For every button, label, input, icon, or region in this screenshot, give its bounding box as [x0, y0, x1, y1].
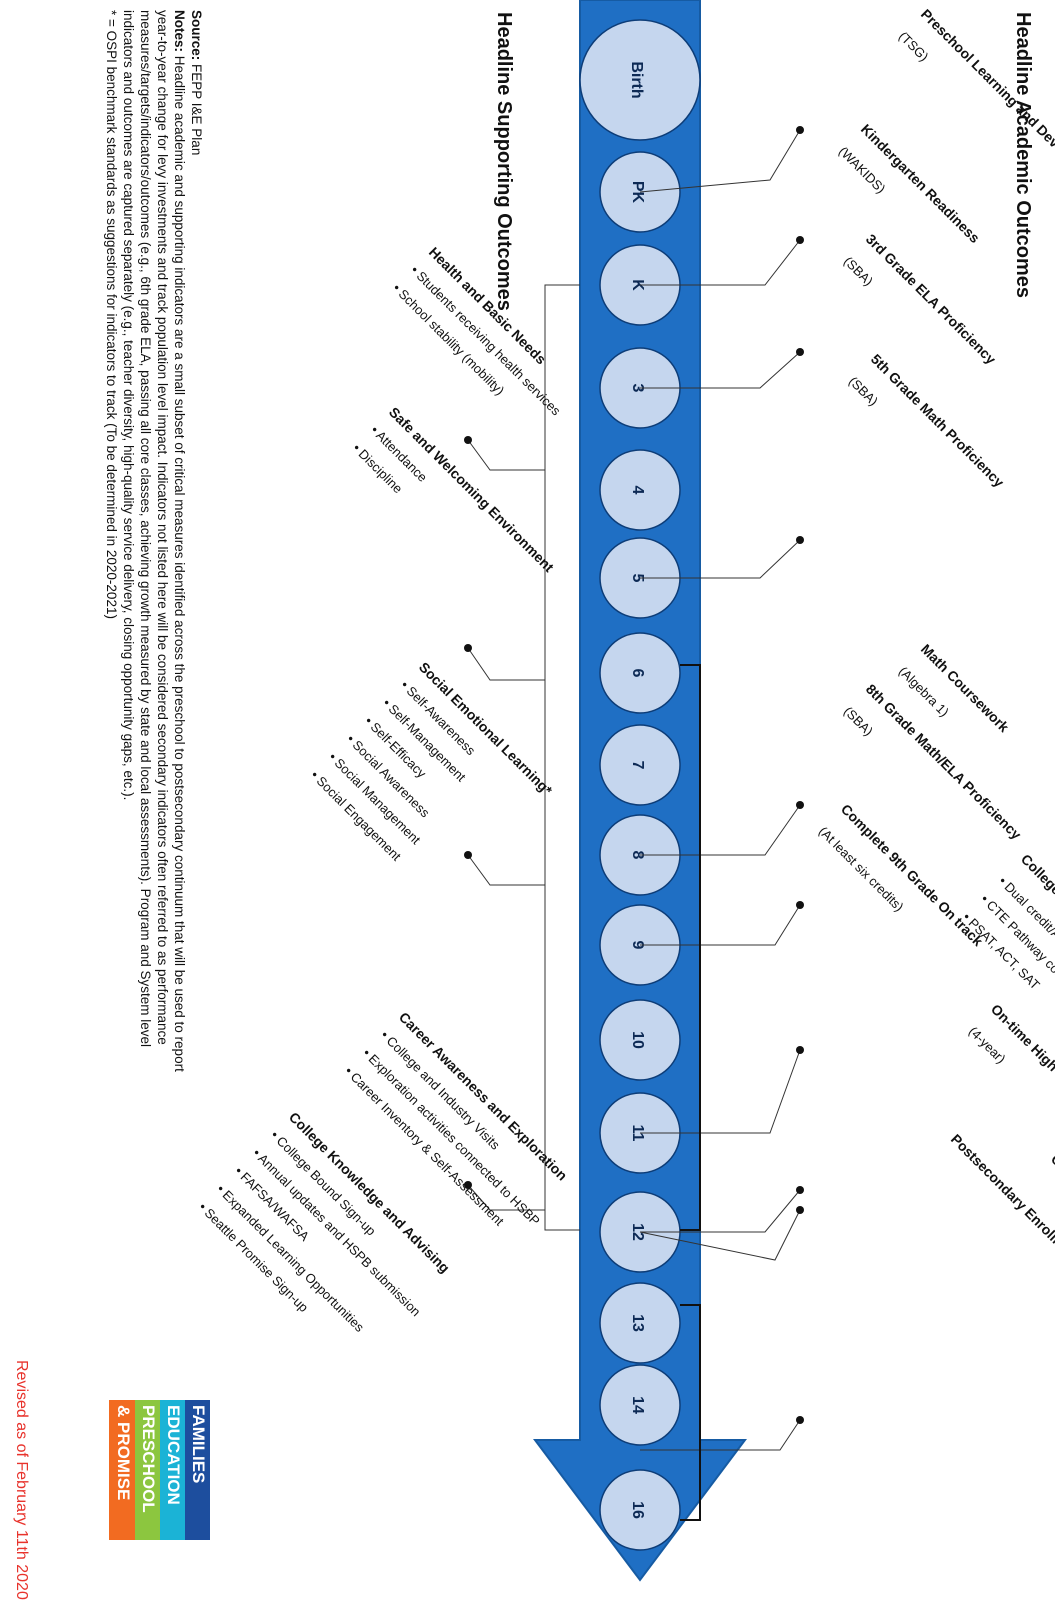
timeline-node	[599, 999, 681, 1081]
supporting-connector-dot	[464, 1181, 472, 1189]
timeline-node-label: 6	[629, 669, 646, 678]
logo-band	[109, 1400, 135, 1540]
academic-connector-dot	[796, 1416, 804, 1424]
academic-connector	[640, 904, 801, 946]
academic-connector	[639, 1209, 801, 1261]
footnote: * = OSPI benchmark standards as suggesti…	[104, 10, 119, 619]
notes-text: Headline academic and supporting indicat…	[121, 10, 187, 1072]
supporting-connector-dot	[464, 644, 472, 652]
supporting-connector-dot	[464, 436, 472, 444]
academic-connector-dot	[796, 348, 804, 356]
supporting-connector	[467, 854, 545, 886]
notes-block: Source: FEPP I&E Plan Notes: Headline ac…	[103, 10, 205, 1090]
fepp-logo: FAMILIES EDUCATION PRESCHOOL & PROMISE	[109, 1400, 210, 1540]
timeline-node	[599, 1469, 681, 1551]
academic-connector	[640, 1049, 801, 1134]
timeline-node-label: 3	[629, 384, 646, 393]
academic-connector-dot	[796, 236, 804, 244]
supporting-connector	[467, 647, 545, 681]
academic-connector-dot	[796, 1046, 804, 1054]
supporting-connector	[467, 439, 545, 471]
timeline-node	[599, 1364, 681, 1446]
timeline-node	[599, 449, 681, 531]
timeline-node	[599, 724, 681, 806]
academic-connector-dot	[796, 1186, 804, 1194]
timeline-node	[599, 1282, 681, 1364]
timeline-node-label: 8	[629, 851, 646, 860]
academic-bracket	[680, 1304, 701, 1521]
timeline-node-label: 4	[629, 486, 646, 495]
academic-connector	[640, 1189, 801, 1233]
supporting-connector-dot	[464, 851, 472, 859]
logo-text: EDUCATION	[164, 1405, 183, 1505]
academic-connector-dot	[796, 801, 804, 809]
source-label: Source:	[189, 10, 204, 61]
source-text: FEPP I&E Plan	[189, 64, 204, 156]
revised-date: Revised as of February 11th 2020	[13, 1360, 30, 1600]
logo-text: & PROMISE	[114, 1405, 133, 1500]
logo-text: FAMILIES	[189, 1405, 208, 1483]
notes-line: Notes: Headline academic and supporting …	[120, 10, 188, 1090]
timeline-node	[599, 632, 681, 714]
logo-band	[159, 1400, 185, 1540]
timeline-node-label: 5	[629, 574, 646, 583]
timeline-node-label: 7	[629, 761, 646, 770]
source-line: Source: FEPP I&E Plan	[188, 10, 205, 1090]
academic-connector-dot	[796, 901, 804, 909]
supporting-trunk	[544, 284, 580, 1231]
academic-connector	[640, 1419, 801, 1451]
academic-connector-dot	[796, 126, 804, 134]
timeline-node-label: 10	[629, 1031, 646, 1049]
timeline-node-label: PK	[629, 181, 646, 204]
timeline-node-label: K	[629, 279, 646, 291]
timeline-node-label: 9	[629, 941, 646, 950]
timeline-node-label: 11	[629, 1125, 646, 1142]
academic-bracket	[680, 664, 701, 1231]
timeline-node-label: 14	[629, 1396, 646, 1414]
academic-connector-dot	[796, 536, 804, 544]
academic-connector	[640, 804, 801, 856]
academic-connector	[639, 129, 801, 193]
academic-outcomes-title: Headline Academic Outcomes	[1012, 12, 1034, 298]
logo-band	[184, 1400, 210, 1540]
timeline-node-label: Birth	[628, 61, 645, 98]
academic-connector-dot	[796, 1206, 804, 1214]
timeline-node	[579, 19, 701, 141]
timeline-node-label: 13	[629, 1314, 646, 1332]
timeline-node-label: 16	[629, 1501, 646, 1519]
supporting-connector	[467, 1184, 545, 1211]
academic-connector	[640, 539, 801, 579]
academic-connector	[640, 239, 801, 286]
logo-text: PRESCHOOL	[139, 1405, 158, 1513]
academic-connector	[640, 351, 801, 389]
supporting-outcomes-title: Headline Supporting Outcomes	[493, 12, 515, 311]
logo-band	[134, 1400, 160, 1540]
notes-label: Notes:	[172, 10, 187, 53]
timeline-node-label: 12	[629, 1223, 646, 1241]
